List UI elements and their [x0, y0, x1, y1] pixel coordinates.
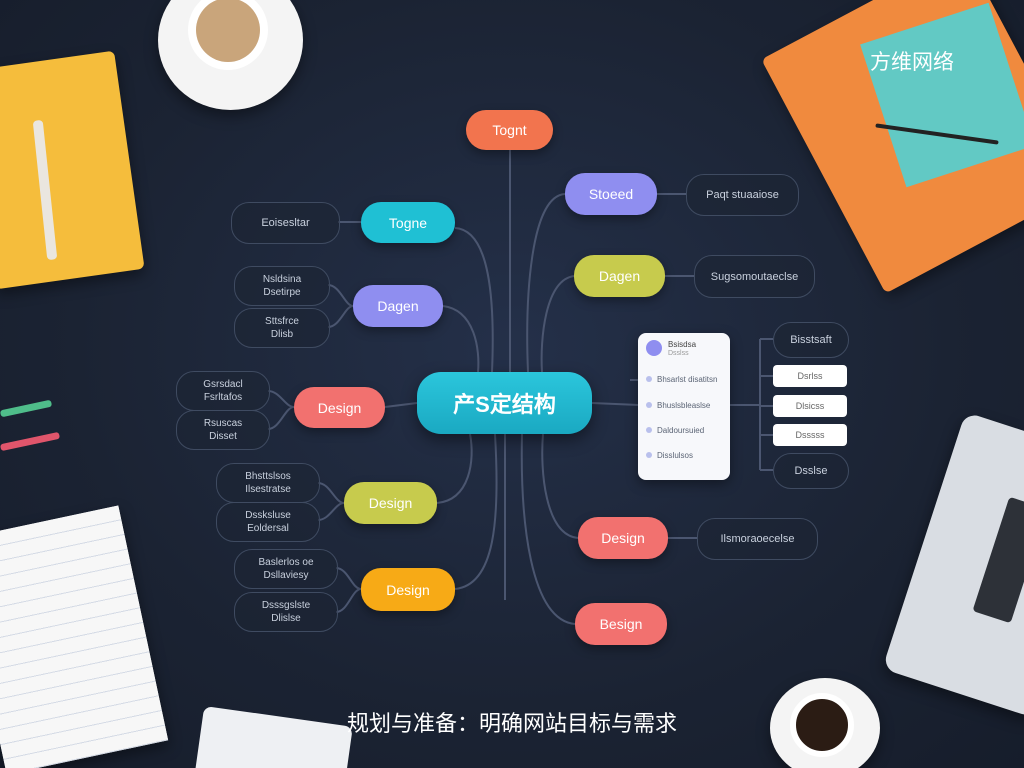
outer-label-r4[interactable]: Ilsmoraoecelse	[697, 518, 818, 560]
card-row-text: Bhuslsbleaslse	[657, 400, 711, 410]
center-node-label: 产S定结构	[453, 392, 556, 417]
outer-label-l1-text: Eoisesltar	[261, 217, 310, 229]
outer-label-r2-text: Sugsomoutaeclse	[710, 270, 799, 283]
outer-label-l4b[interactable]: Dssksluse Eoldersal	[216, 502, 320, 542]
outer-label-l5b-line1: Dsssgslste	[261, 600, 311, 611]
node-left-2[interactable]: Dagen	[353, 285, 443, 327]
outer-label-l4b-line1: Dssksluse	[245, 510, 291, 521]
white-button-1[interactable]: Dsrlss	[773, 365, 847, 387]
outer-label-r1-text: Paqt stuaaiose	[706, 189, 779, 201]
card-row-bullet-icon	[646, 452, 652, 458]
node-left-5[interactable]: Design	[361, 568, 455, 611]
outer-label-l1[interactable]: Eoisesltar	[231, 202, 340, 244]
card-row[interactable]: Bhuslsbleaslse	[646, 397, 724, 413]
node-left-4[interactable]: Design	[344, 482, 437, 524]
card-row-text: Bhsarlst disatitsn	[657, 374, 718, 384]
outer-label-l4a[interactable]: Bhsttslsos Ilsestratse	[216, 463, 320, 503]
outer-label-l5a-line2: Dsllaviesy	[263, 570, 309, 581]
outer-label-l2a-line1: Nsldsina	[262, 274, 302, 285]
center-node[interactable]: 产S定结构	[417, 372, 592, 434]
node-left-3[interactable]: Design	[294, 387, 385, 428]
outer-label-l2b-line2: Dlisb	[270, 329, 294, 340]
page-caption: 规划与准备：明确网站目标与需求	[346, 711, 677, 736]
outer-label-l3a[interactable]: Gsrsdacl Fsrltafos	[176, 371, 270, 411]
card-row-text: Daldoursuied	[657, 425, 705, 435]
outer-label-r3b-text: Dsslse	[794, 465, 828, 477]
outer-label-r2[interactable]: Sugsomoutaeclse	[694, 255, 815, 298]
outer-label-r3b[interactable]: Dsslse	[773, 453, 849, 489]
white-button-2[interactable]: Dlsicss	[773, 395, 847, 417]
outer-label-r1[interactable]: Paqt stuaaiose	[686, 174, 799, 216]
white-button-2-label: Dlsicss	[795, 401, 825, 411]
coffee-liquid-top	[196, 0, 260, 62]
node-left-5-label: Design	[386, 581, 430, 598]
node-right-4-label: Besign	[599, 616, 643, 632]
outer-label-l3a-line2: Fsrltafos	[203, 392, 243, 403]
card-row-bullet-icon	[646, 376, 652, 382]
outer-label-l4a-line1: Bhsttslsos	[245, 471, 291, 482]
node-left-1-label: Togne	[388, 214, 428, 231]
node-right-3[interactable]: Design	[578, 517, 668, 559]
outer-label-r3a[interactable]: Bisstsaft	[773, 322, 849, 358]
coffee-liquid-bottom	[790, 693, 854, 757]
node-left-2-label: Dagen	[377, 298, 419, 314]
outer-label-l3b-line2: Disset	[209, 431, 237, 442]
node-top-label: Tognt	[492, 122, 527, 138]
outer-label-l5b[interactable]: Dsssgslste Dlislse	[234, 592, 338, 632]
node-left-1[interactable]: Togne	[361, 202, 455, 243]
node-right-1-label: Stoeed	[588, 186, 634, 202]
outer-label-l5a[interactable]: Baslerlos oe Dsllaviesy	[234, 549, 338, 589]
detail-card[interactable]: Bsisdsa Dsslss Bhsarlst disatitsn Bhusls…	[638, 333, 730, 480]
outer-label-l3b-line1: Rsuscas	[203, 418, 243, 429]
node-top[interactable]: Tognt	[466, 110, 553, 150]
card-row[interactable]: Bhsarlst disatitsn	[646, 371, 724, 387]
card-row-text: Disslulsos	[657, 450, 694, 460]
brand-label: 方维网络	[870, 51, 954, 74]
outer-label-r4-text: Ilsmoraoecelse	[720, 533, 795, 545]
outer-label-l3a-line1: Gsrsdacl	[203, 379, 243, 390]
white-button-3-label: Dsssss	[795, 430, 825, 440]
outer-label-l2a[interactable]: Nsldsina Dsetirpe	[234, 266, 330, 306]
node-right-3-label: Design	[601, 530, 645, 546]
white-button-3[interactable]: Dsssss	[773, 424, 847, 446]
outer-label-l4b-line2: Eoldersal	[247, 523, 289, 534]
node-right-2-label: Dagen	[598, 268, 641, 284]
card-avatar	[646, 340, 662, 356]
card-row[interactable]: Disslulsos	[646, 447, 724, 463]
node-right-1[interactable]: Stoeed	[565, 173, 657, 215]
node-left-3-label: Design	[317, 399, 362, 416]
card-row-bullet-icon	[646, 402, 652, 408]
node-left-4-label: Design	[368, 495, 413, 511]
outer-label-l5a-line1: Baslerlos oe	[258, 557, 314, 568]
outer-label-l3b[interactable]: Rsuscas Disset	[176, 410, 270, 450]
card-row-bullet-icon	[646, 427, 652, 433]
node-right-2[interactable]: Dagen	[574, 255, 665, 297]
card-title: Bsisdsa	[668, 340, 697, 349]
outer-label-l5b-line2: Dlislse	[271, 613, 301, 624]
outer-label-l2b[interactable]: Sttsfrce Dlisb	[234, 308, 330, 348]
node-right-4[interactable]: Besign	[575, 603, 667, 645]
outer-label-l2b-line1: Sttsfrce	[265, 316, 299, 327]
outer-label-r3a-text: Bisstsaft	[790, 334, 832, 346]
outer-label-l4a-line2: Ilsestratse	[245, 484, 291, 495]
card-row[interactable]: Daldoursuied	[646, 422, 724, 438]
white-button-1-label: Dsrlss	[797, 371, 823, 381]
card-subtitle: Dsslss	[668, 350, 689, 357]
outer-label-l2a-line2: Dsetirpe	[263, 287, 301, 298]
